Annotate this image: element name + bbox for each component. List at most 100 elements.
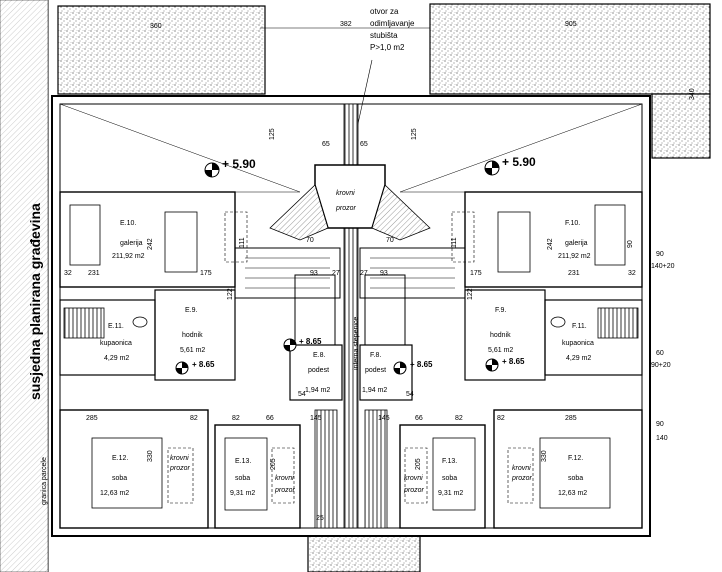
- skylight-label: krovni: [336, 190, 355, 197]
- stair-right: interna stepenice: [353, 247, 466, 370]
- dim-text: 242: [147, 238, 154, 250]
- room-code: E.8.: [313, 352, 326, 359]
- dim-text: 82: [232, 415, 240, 422]
- room-code: E.12.: [112, 455, 128, 462]
- level-marker-mid-left: + 8.65: [283, 337, 322, 352]
- room-area: 211,92 m2: [558, 253, 591, 260]
- dim-text: 66: [266, 415, 274, 422]
- room-code: E.9.: [185, 307, 198, 314]
- dim-text: 175: [200, 270, 212, 277]
- room-code: F.12.: [568, 455, 583, 462]
- dim-text: 90: [627, 240, 634, 248]
- room-area: 211,92 m2: [112, 253, 145, 260]
- room-area: 5,61 m2: [180, 347, 205, 354]
- dim-text: 90: [656, 251, 664, 258]
- level-marker-hall-right: + 8.65: [485, 357, 525, 372]
- skylight-label: prozor: [335, 205, 357, 212]
- level-marker-left: + 5.90: [204, 157, 256, 178]
- dim-text: 340: [689, 88, 696, 100]
- dim-text: 32: [64, 270, 72, 277]
- skylight-label: krovni: [404, 475, 423, 482]
- dim-text: 122: [227, 288, 234, 300]
- skylight-label: prozor: [511, 475, 533, 482]
- dim-text: 125: [269, 128, 276, 140]
- skylight-label: prozor: [169, 465, 191, 472]
- dim-text: 111: [451, 237, 458, 248]
- room-area: 5,61 m2: [488, 347, 513, 354]
- dim-text: 285: [565, 415, 577, 422]
- dimension-labels: 65 65 125 125 111 111 70 70 231 231 175 …: [64, 128, 675, 522]
- room-area: 12,63 m2: [100, 490, 129, 497]
- room-name: soba: [235, 475, 250, 482]
- skylight-label: krovni: [512, 465, 531, 472]
- room-name: kupaonica: [562, 340, 594, 347]
- gravel-roof-left: 360: [57, 5, 266, 95]
- room-area: 9,31 m2: [230, 490, 255, 497]
- room-e13: E.13. soba 9,31 m2 krovni prozor: [214, 424, 301, 529]
- skylight-label: prozor: [274, 487, 296, 494]
- room-e8: E.8. podest 1,94 m2: [289, 344, 343, 401]
- dim-text: 360: [150, 23, 162, 30]
- dim-text: 330: [541, 450, 548, 462]
- dim-text: 82: [455, 415, 463, 422]
- room-f9: F.9. hodnik 5,61 m2: [464, 289, 546, 381]
- dim-text: 242: [547, 238, 554, 250]
- level-text: + 5.90: [222, 157, 256, 171]
- dim-text: 66: [415, 415, 423, 422]
- room-code: F.10.: [565, 220, 580, 227]
- room-code: F.13.: [442, 458, 457, 465]
- gravel-roof-bottom: [307, 535, 421, 572]
- dim-text: 82: [497, 415, 505, 422]
- dim-text: 90: [656, 421, 664, 428]
- dim-text: 125: [411, 128, 418, 140]
- skylight-label: krovni: [170, 455, 189, 462]
- room-f10: F.10. galerija 211,92 m2: [451, 191, 643, 288]
- level-text: + 8.65: [299, 337, 322, 346]
- room-e10: E.10. galerija 211,92 m2: [59, 191, 248, 288]
- dim-text: 54: [298, 391, 306, 398]
- gravel-roof-right: 905 340: [429, 3, 711, 159]
- room-name: soba: [112, 475, 127, 482]
- room-f13: F.13. soba 9,31 m2 krovni prozor: [399, 424, 486, 529]
- dim-text: 27: [360, 270, 368, 277]
- level-marker-right: + 5.90: [484, 155, 536, 176]
- room-name: hodnik: [490, 332, 511, 339]
- room-e11: E.11. kupaonica 4,29 m2: [59, 299, 156, 376]
- level-text: + 8.65: [410, 360, 433, 369]
- dim-text: 111: [239, 237, 246, 248]
- room-area: 4,29 m2: [104, 355, 129, 362]
- room-code: F.9.: [495, 307, 506, 314]
- room-f8: F.8. podest 1,94 m2: [359, 344, 413, 401]
- room-area: 1,94 m2: [362, 387, 387, 394]
- skylight-label: prozor: [403, 487, 425, 494]
- dim-text: 905: [565, 21, 577, 28]
- room-name: podest: [308, 367, 329, 374]
- dim-text: 65: [360, 141, 368, 148]
- room-f12: F.12. soba 12,63 m2 krovni prozor: [493, 409, 643, 529]
- dim-text: 122: [467, 288, 474, 300]
- room-area: 1,94 m2: [305, 387, 330, 394]
- note-line: stubišta: [370, 31, 398, 40]
- dim-text: 27: [332, 270, 340, 277]
- level-text: + 5.90: [502, 155, 536, 169]
- dim-text: 93: [310, 270, 318, 277]
- dim-text: 32: [628, 270, 636, 277]
- level-marker-hall-left: + 8.65: [175, 360, 215, 375]
- room-e12: E.12. soba 12,63 m2 krovni prozor: [59, 409, 209, 529]
- room-code: E.11.: [108, 323, 124, 330]
- room-code: F.8.: [370, 352, 381, 359]
- dim-text: 382: [340, 21, 352, 28]
- room-name: kupaonica: [100, 340, 132, 347]
- room-code: F.11.: [572, 323, 587, 330]
- dim-text: 175: [470, 270, 482, 277]
- room-code: E.10.: [120, 220, 136, 227]
- dim-text: 145: [378, 415, 390, 422]
- note-line: odimljavanje: [370, 19, 415, 28]
- stair-left: [234, 247, 341, 346]
- neighbour-building-label: susjedna planirana građevina: [27, 203, 43, 400]
- room-name: podest: [365, 367, 386, 374]
- dim-text: 231: [568, 270, 580, 277]
- dim-text: 285: [86, 415, 98, 422]
- skylight-label: krovni: [275, 475, 294, 482]
